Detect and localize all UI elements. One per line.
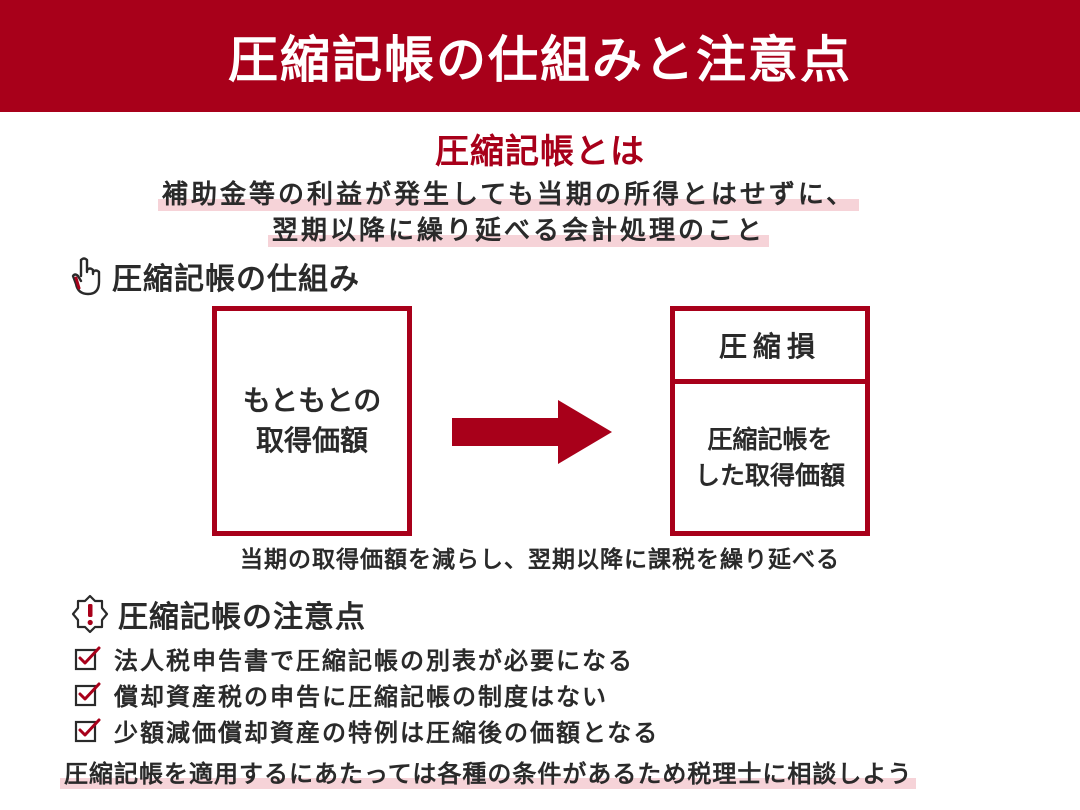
caution-item: 償却資産税の申告に圧縮記帳の制度はない	[74, 676, 659, 712]
reduced-cost-line-2: した取得価額	[694, 460, 845, 490]
caution-section-title: 圧縮記帳の注意点	[70, 592, 366, 636]
reduced-cost-line-1: 圧縮記帳を	[707, 424, 833, 454]
checkbox-checked-icon	[74, 646, 101, 671]
original-cost-line-1: もともとの	[242, 384, 382, 417]
definition-heading: 圧縮記帳とは	[435, 132, 645, 172]
footer-advice: 圧縮記帳を適用するにあたっては各種の条件があるため税理士に相談しよう	[60, 754, 917, 789]
caution-item-text: 法人税申告書で圧縮記帳の別表が必要になる	[114, 646, 634, 675]
page-title: 圧縮記帳の仕組みと注意点	[228, 31, 852, 89]
caution-list: 法人税申告書で圧縮記帳の別表が必要になる 償却資産税の申告に圧縮記帳の制度はない…	[74, 640, 659, 748]
original-cost-line-2: 取得価額	[255, 424, 368, 457]
mechanism-caption: 当期の取得価額を減らし、翌期以降に課税を繰り延べる	[240, 547, 840, 573]
caution-item-text: 償却資産税の申告に圧縮記帳の制度はない	[114, 682, 608, 711]
checkbox-checked-icon	[74, 682, 101, 707]
right-arrow-icon	[452, 400, 612, 464]
reduced-cost-cell: 圧縮記帳を した取得価額	[675, 384, 865, 531]
title-banner: 圧縮記帳の仕組みと注意点	[0, 0, 1080, 112]
original-cost-box: もともとの 取得価額	[212, 306, 412, 536]
definition-line-2: 翌期以降に繰り延べる会計処理のこと	[268, 210, 770, 247]
caution-item-text: 少額減価償却資産の特例は圧縮後の価額となる	[114, 718, 660, 747]
mechanism-title-text: 圧縮記帳の仕組み	[112, 262, 360, 297]
compression-loss-cell: 圧縮損	[675, 311, 865, 384]
mechanism-section-title: 圧縮記帳の仕組み	[70, 254, 360, 298]
caution-item: 法人税申告書で圧縮記帳の別表が必要になる	[74, 640, 659, 676]
reduced-cost-box: 圧縮損 圧縮記帳を した取得価額	[670, 306, 870, 536]
caution-item: 少額減価償却資産の特例は圧縮後の価額となる	[74, 712, 659, 748]
definition-line-1: 補助金等の利益が発生しても当期の所得とはせずに、	[158, 174, 860, 211]
exclamation-badge-icon	[71, 594, 109, 634]
caution-title-text: 圧縮記帳の注意点	[118, 600, 366, 635]
pointing-hand-icon	[71, 257, 101, 296]
checkbox-checked-icon	[74, 718, 101, 743]
